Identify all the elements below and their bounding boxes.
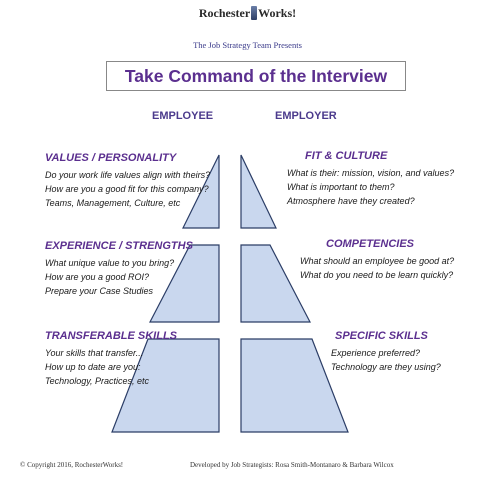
employee-transferable-item: Your skills that transfer... — [45, 348, 144, 358]
employee-heading-values: VALUES / PERSONALITY — [45, 152, 177, 164]
employer-competencies-item: What do you need to be learn quickly? — [300, 270, 454, 280]
employee-experience-item: What unique value to you bring? — [45, 258, 175, 268]
employee-section-values: VALUES / PERSONALITY Do your work life v… — [45, 152, 210, 208]
employer-section-specific: SPECIFIC SKILLS Experience preferred? Te… — [331, 330, 441, 372]
employer-fit-item: What is their: mission, vision, and valu… — [287, 168, 455, 178]
employee-values-item: Do your work life values align with thei… — [45, 170, 211, 180]
logo-text-left: Rochester — [198, 6, 251, 20]
logo-emblem-icon — [251, 6, 258, 20]
pyramid-left-middle — [149, 244, 220, 323]
employee-transferable-item: How up to date are you: — [45, 362, 141, 372]
employer-section-fit: FIT & CULTURE What is their: mission, vi… — [287, 150, 454, 206]
column-header-employer: EMPLOYER — [275, 110, 337, 122]
pyramid-right-middle — [240, 244, 311, 323]
employer-specific-item: Technology are they using? — [331, 362, 441, 372]
employee-values-item: Teams, Management, Culture, etc — [45, 198, 181, 208]
pyramid-left-top — [182, 154, 220, 229]
employee-values-item: How are you a good fit for this company? — [45, 184, 209, 194]
presents-line: The Job Strategy Team Presents — [193, 40, 302, 50]
logo: Rochester Works! — [0, 6, 495, 21]
employer-competencies-item: What should an employee be good at? — [300, 256, 455, 266]
employee-experience-item: How are you a good ROI? — [45, 272, 150, 282]
footer-developed-by: Developed by Job Strategists: Rosa Smith… — [190, 461, 394, 469]
employee-heading-experience: EXPERIENCE / STRENGTHS — [45, 240, 193, 252]
logo-text-right: Works! — [258, 6, 297, 20]
employee-section-experience: EXPERIENCE / STRENGTHS What unique value… — [45, 240, 193, 296]
pyramid-right-top — [240, 154, 277, 229]
employer-fit-item: Atmosphere have they created? — [287, 196, 415, 206]
employer-heading-competencies: COMPETENCIES — [326, 238, 415, 250]
employer-section-competencies: COMPETENCIES What should an employee be … — [300, 238, 454, 280]
employee-experience-item: Prepare your Case Studies — [45, 286, 154, 296]
footer-copyright: © Copyright 2016, RochesterWorks! — [20, 461, 124, 469]
page-title: Take Command of the Interview — [124, 66, 388, 86]
column-header-employee: EMPLOYEE — [152, 110, 214, 122]
pyramid-left-bottom — [111, 338, 220, 433]
employer-heading-specific: SPECIFIC SKILLS — [335, 330, 428, 342]
pyramid-right-bottom — [240, 338, 349, 433]
title-box — [106, 61, 406, 91]
employer-specific-item: Experience preferred? — [331, 348, 421, 358]
employee-section-transferable: TRANSFERABLE SKILLS Your skills that tra… — [45, 330, 177, 386]
employee-transferable-item: Technology, Practices, etc — [45, 376, 150, 386]
employer-heading-fit: FIT & CULTURE — [305, 150, 388, 162]
employee-heading-transferable: TRANSFERABLE SKILLS — [45, 330, 177, 342]
employer-fit-item: What is important to them? — [287, 182, 395, 192]
